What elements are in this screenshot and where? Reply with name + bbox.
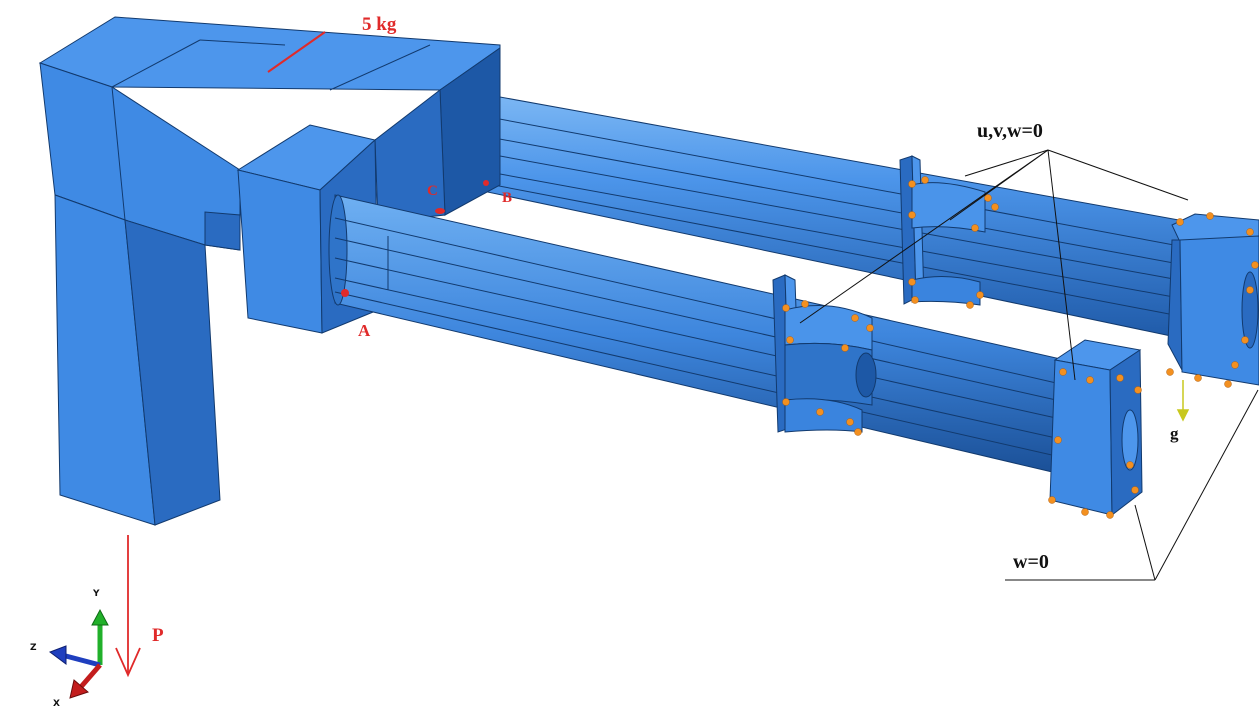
load-arrow <box>115 535 141 678</box>
point-a-marker <box>341 289 349 297</box>
point-markers <box>341 180 489 297</box>
gravity-label: g <box>1170 424 1179 443</box>
point-a-label: A <box>358 321 371 340</box>
point-b-label: B <box>502 190 513 206</box>
point-b-marker <box>483 180 489 186</box>
point-c-marker <box>435 208 445 214</box>
mass-label: 5 kg <box>362 14 397 35</box>
gravity-arrow <box>1176 380 1190 422</box>
column-block <box>38 16 501 526</box>
axis-triad <box>48 608 109 699</box>
axis-y-label: Y <box>93 589 100 599</box>
bc-w-leaders <box>1005 389 1259 581</box>
lower-middle-flange <box>772 274 877 433</box>
axis-z-label: Z <box>30 643 37 653</box>
lower-end-block <box>1049 339 1143 517</box>
upper-end-block <box>1167 213 1259 386</box>
axis-x-label: X <box>53 699 60 709</box>
bc-fixed-label: u,v,w=0 <box>977 120 1043 142</box>
bc-w-label: w=0 <box>1013 551 1049 573</box>
upper-middle-flange <box>899 155 986 306</box>
point-c-label: C <box>427 183 438 199</box>
constraint-markers <box>782 176 1259 519</box>
mass-indicator-line <box>267 31 326 73</box>
bc-fixed-leaders <box>799 149 1189 381</box>
load-label: P <box>152 625 164 646</box>
